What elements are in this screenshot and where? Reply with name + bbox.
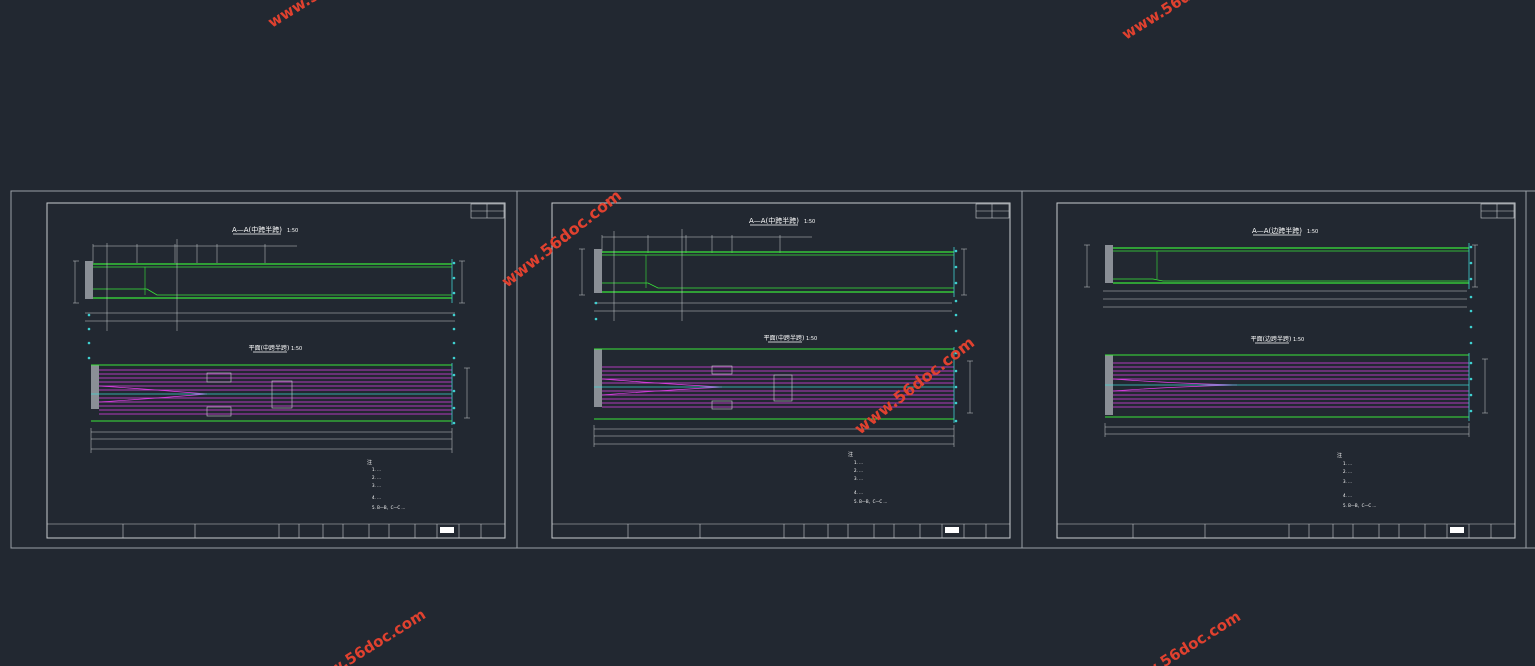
sheet-3-plan-view bbox=[1105, 353, 1470, 421]
sheet-3-title-block bbox=[1057, 523, 1515, 538]
sheet-1-plan-tendons bbox=[98, 369, 452, 415]
sheet-2-plan-box-mid bbox=[773, 374, 793, 402]
sheet-3-section-scale: 1:50 bbox=[1307, 229, 1318, 235]
sheet-3-note-2: 2. ... bbox=[1343, 469, 1352, 474]
sheet-1-note-5: 5. B—B、C—C ... bbox=[372, 505, 405, 510]
sheet-1-section-scale: 1:50 bbox=[287, 228, 298, 234]
sheet-2-note-5: 5. B—B、C—C ... bbox=[854, 499, 887, 504]
sheet-2-plan-title: 平面(中跨半跨) bbox=[764, 334, 805, 342]
sheet-1-plan-title: 平面(中跨半跨) bbox=[249, 344, 290, 352]
sheet-1-section-anchor-block bbox=[85, 261, 93, 299]
sheet-1-note-3: 3. ... bbox=[372, 483, 381, 488]
sheet-2-title-block-logo bbox=[945, 527, 959, 533]
sheet-1-corner-tag bbox=[470, 203, 505, 219]
sheet-2-plan-view bbox=[594, 347, 955, 423]
sheet-3-plan-tendons bbox=[1112, 362, 1469, 408]
sheet-3-axis-dots bbox=[1469, 245, 1473, 413]
sheet-2-plan-tendons bbox=[601, 366, 954, 408]
sheet-1-plan-box-lower bbox=[206, 406, 232, 417]
sheet-3-corner-tag bbox=[1480, 203, 1515, 219]
sheet-2-section-title: A—A(中跨半跨) bbox=[749, 216, 799, 225]
sheet-1[interactable]: A—A(中跨半跨) 1:50 平面(中跨半跨 bbox=[46, 202, 506, 539]
sheet-2-corner-tag bbox=[975, 203, 1010, 219]
sheet-1-plan-box-upper bbox=[206, 372, 232, 383]
sheet-2-title-block bbox=[552, 523, 1010, 538]
sheet-2-note-3: 3. ... bbox=[854, 476, 863, 481]
sheet-2-note-1: 1. ... bbox=[854, 460, 863, 465]
sheet-1-inner-frame bbox=[46, 202, 506, 539]
sheet-1-girder-bottom-slope bbox=[93, 288, 452, 296]
sheet-3[interactable]: A—A(边跨半跨) 1:50 平面(边跨半跨) 1:50 bbox=[1056, 202, 1516, 539]
sheet-1-note-2: 2. ... bbox=[372, 475, 381, 480]
sheet-3-note-3: 3. ... bbox=[1343, 479, 1352, 484]
sheet-1-notes-heading: 注 bbox=[367, 459, 372, 466]
sheet-1-plan-box-mid bbox=[271, 380, 293, 409]
sheet-3-title-block-logo bbox=[1450, 527, 1464, 533]
sheet-2-plan-anchor-block bbox=[594, 349, 602, 407]
sheet-2-note-4: 4. ... bbox=[854, 490, 863, 495]
sheet-1-section-view bbox=[85, 239, 453, 331]
sheet-1-title-block-logo bbox=[440, 527, 454, 533]
sheet-1-plan-scale: 1:50 bbox=[291, 346, 302, 352]
sheet-1-title-block bbox=[47, 523, 505, 538]
sheet-3-notes-heading: 注 bbox=[1337, 452, 1342, 459]
sheet-1-plan-view bbox=[91, 363, 453, 425]
sheet-2-plan-box-lower bbox=[711, 400, 733, 410]
sheet-3-plan-title: 平面(边跨半跨) bbox=[1251, 335, 1292, 343]
sheet-3-outer-border bbox=[1021, 190, 1527, 549]
sheet-1-axis-dots bbox=[87, 261, 456, 425]
sheet-2-axis-dots bbox=[594, 249, 958, 423]
sheet-2-note-2: 2. ... bbox=[854, 468, 863, 473]
sheet-1-plan-anchor-block bbox=[91, 365, 99, 409]
sheet-1-section-title: A—A(中跨半跨) bbox=[232, 225, 282, 234]
sheet-2-girder-bottom-slope bbox=[602, 282, 954, 289]
sheet-2-section-view bbox=[594, 229, 955, 321]
sheet-1-plan-dimensions bbox=[90, 367, 470, 453]
sheet-3-section-dimensions bbox=[1084, 244, 1478, 308]
sheet-3-note-4: 4. ... bbox=[1343, 493, 1352, 498]
sheet-outer-borders bbox=[10, 190, 1535, 549]
sheet-2-inner-frame bbox=[551, 202, 1011, 539]
sheet-2-section-scale: 1:50 bbox=[804, 219, 815, 225]
sheet-3-girder-bottom-slope bbox=[1113, 278, 1469, 282]
sheet-2-plan-box-upper bbox=[711, 365, 733, 375]
sheet-1-note-4: 4. ... bbox=[372, 495, 381, 500]
sheet-2[interactable]: A—A(中跨半跨) 1:50 平面(中跨半跨 bbox=[551, 202, 1011, 539]
sheet-2-plan-scale: 1:50 bbox=[806, 336, 817, 342]
sheet-3-section-view bbox=[1105, 243, 1470, 289]
sheet-3-note-1: 1. ... bbox=[1343, 461, 1352, 466]
sheet-1-note-1: 1. ... bbox=[372, 467, 381, 472]
sheet-3-plan-dimensions bbox=[1104, 358, 1488, 437]
sheet-2-section-anchor-block bbox=[594, 249, 602, 293]
sheet-3-note-5: 5. B—B、C—C ... bbox=[1343, 503, 1376, 508]
sheet-3-section-anchor-block bbox=[1105, 245, 1113, 283]
sheet-1-section-dimensions bbox=[73, 244, 465, 322]
sheet-2-notes-heading: 注 bbox=[848, 451, 853, 458]
sheet-3-inner-frame bbox=[1056, 202, 1516, 539]
sheet-3-plan-scale: 1:50 bbox=[1293, 337, 1304, 343]
sheet-2-plan-dimensions bbox=[593, 360, 973, 447]
sheet-2-section-dimensions bbox=[579, 235, 967, 312]
sheet-3-section-title: A—A(边跨半跨) bbox=[1252, 226, 1302, 235]
